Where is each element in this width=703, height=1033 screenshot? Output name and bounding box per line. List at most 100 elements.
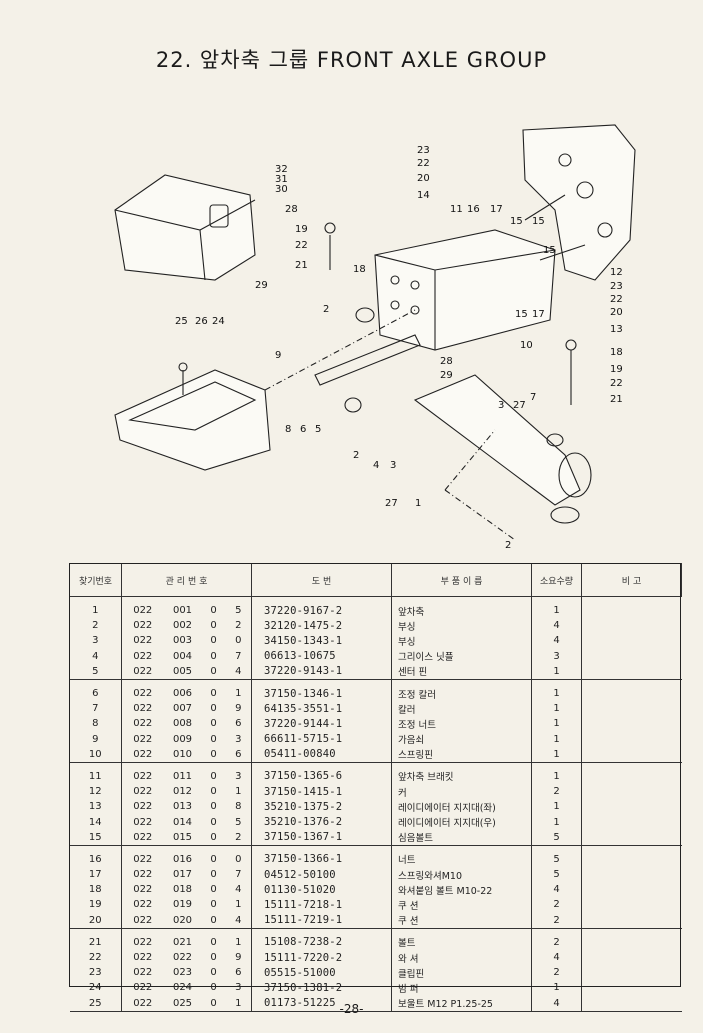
remark-cell — [582, 814, 682, 829]
part-name-cell: 조정 칼러 — [391, 679, 533, 702]
drawing-number-cell: 05515-51000 — [251, 965, 393, 981]
mgmt-c-cell: 0 — [210, 635, 217, 647]
mgmt-c-cell: 0 — [210, 816, 217, 828]
part-name-cell: 보울트 M12 P1.25-25 — [391, 995, 533, 1012]
mgmt-c-cell: 0 — [210, 899, 217, 911]
drawing-number-cell: 15111-7220-2 — [251, 949, 393, 966]
mgmt-d-cell: 0 — [225, 845, 253, 867]
engine-block — [522, 124, 636, 281]
mgmt-d-cell: 1 — [225, 928, 253, 950]
remark-cell — [581, 829, 682, 846]
mgmt-d-cell: 8 — [225, 799, 253, 815]
qty-cell: 1 — [531, 663, 583, 680]
remark-cell — [582, 928, 682, 950]
mgmt-d-cell: 4 — [225, 882, 253, 898]
drawing-number-cell: 15108-7238-2 — [251, 928, 393, 950]
callout-label: 27 — [513, 400, 526, 411]
remark-cell — [582, 762, 682, 784]
remark-cell — [582, 965, 682, 980]
drawing-number-cell: 35210-1375-2 — [251, 799, 393, 815]
mgmt-d-cell: 4 — [225, 663, 253, 680]
remark-cell — [582, 784, 682, 799]
mgmt-d-cell: 1 — [225, 679, 253, 702]
drawing-number-cell: 15111-7219-1 — [251, 912, 393, 929]
mgmt-b-cell: 016 — [172, 853, 193, 865]
mgmt-b-cell: 013 — [172, 801, 193, 813]
mgmt-a-cell: 022 — [133, 801, 153, 813]
no-cell: 18 — [69, 882, 122, 898]
mgmt-d-cell: 7 — [225, 648, 253, 664]
qty-cell: 1 — [531, 731, 583, 747]
qty-cell: 1 — [531, 596, 583, 619]
mgmt-b-cell: 019 — [172, 899, 193, 911]
part-name-cell: 커 — [391, 784, 533, 800]
no-cell: 2 — [69, 618, 122, 634]
part-name-cell: 범 퍼 — [391, 980, 533, 996]
qty-cell: 2 — [531, 928, 583, 950]
mgmt-a-cell: 022 — [121, 995, 164, 1012]
mgmt-a-cell: 022 — [133, 718, 153, 730]
mgmt-a-cell: 022 — [133, 733, 153, 745]
mgmt-a-cell: 022 — [121, 663, 164, 680]
mgmt-d-cell: 0 — [225, 633, 253, 649]
mgmt-b-cell: 010 — [163, 746, 202, 763]
part-name-cell: 조정 너트 — [391, 716, 533, 732]
mgmt-d-cell: 5 — [225, 814, 253, 830]
mgmt-d-cell: 1 — [225, 995, 253, 1012]
callout-label: 9 — [275, 350, 281, 361]
callout-label: 13 — [610, 324, 623, 335]
remark-cell — [582, 882, 682, 897]
mgmt-b-cell: 012 — [172, 786, 193, 798]
mgmt-a-cell: 022 — [133, 936, 153, 948]
no-cell: 4 — [69, 648, 122, 664]
mgmt-c-cell: 0 — [210, 853, 217, 865]
center-pin — [314, 334, 421, 386]
part-name-cell: 쿠 션 — [391, 897, 533, 913]
remark-cell — [582, 980, 682, 995]
remark-cell — [582, 799, 682, 814]
no-cell: 22 — [69, 949, 122, 966]
mgmt-b-cell: 021 — [172, 936, 193, 948]
remark-cell — [582, 867, 682, 882]
mgmt-b-cell: 017 — [172, 869, 193, 881]
mgmt-c-cell: 0 — [210, 688, 217, 700]
remark-cell — [581, 746, 682, 763]
part-name-cell: 부싱 — [391, 618, 533, 634]
no-cell: 1 — [69, 596, 122, 619]
callout-label: 2 — [505, 540, 511, 551]
mgmt-a-cell: 022 — [121, 746, 164, 763]
mgmt-b-cell: 018 — [172, 884, 193, 896]
callout-label: 20 — [610, 307, 623, 318]
qty-cell: 1 — [531, 980, 583, 996]
no-cell: 23 — [69, 965, 122, 981]
callout-label: 7 — [530, 392, 536, 403]
qty-cell: 4 — [531, 995, 583, 1012]
mgmt-a-cell: 022 — [133, 786, 153, 798]
callout-label: 23 — [610, 281, 623, 292]
callout-label: 22 — [610, 294, 623, 305]
mgmt-c-cell: 0 — [210, 620, 217, 632]
mgmt-c-cell: 0 — [210, 936, 217, 948]
callout-label: 17 — [532, 309, 545, 320]
callout-label: 30 — [275, 184, 288, 195]
no-cell: 6 — [69, 679, 122, 702]
mgmt-d-cell: 9 — [225, 701, 253, 717]
callout-label: 27 — [385, 498, 398, 509]
remark-cell — [582, 679, 682, 701]
mgmt-d-cell: 4 — [225, 912, 253, 929]
no-cell: 21 — [69, 928, 122, 950]
drawing-number-cell: 37220-9144-1 — [251, 716, 393, 732]
drawing-number-cell: 35210-1376-2 — [251, 814, 393, 830]
qty-cell: 5 — [531, 845, 583, 867]
